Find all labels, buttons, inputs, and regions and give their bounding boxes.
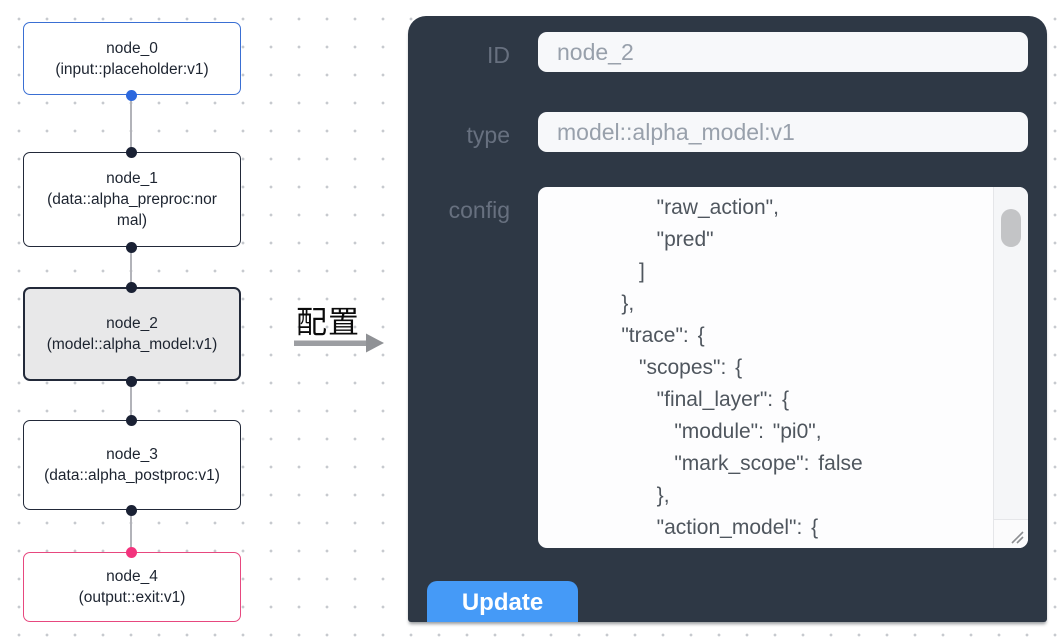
handle-node_1-target[interactable] [126, 147, 137, 158]
type-input[interactable] [538, 112, 1028, 152]
node-node_2[interactable]: node_2 (model::alpha_model:v1) [23, 287, 241, 381]
node-subtitle: (input::placeholder:v1) [55, 60, 209, 78]
node-label: node_1 (data::alpha_preproc:normal) [44, 168, 220, 231]
config-panel: ID type config "raw_action", "pred" ] },… [408, 16, 1047, 622]
id-input[interactable] [538, 32, 1028, 72]
edge-node_1-node_2 [130, 247, 132, 287]
node-title: node_3 [106, 446, 158, 463]
handle-node_0-source[interactable] [126, 90, 137, 101]
node-label: node_3 (data::alpha_postproc:v1) [44, 444, 220, 486]
node-title: node_1 [106, 170, 158, 187]
handle-node_3-target[interactable] [126, 415, 137, 426]
edge-node_3-node_4 [130, 510, 132, 552]
config-json-content: "raw_action", "pred" ] }, "trace": { "sc… [621, 196, 863, 539]
arrow-right-icon [294, 333, 384, 353]
node-node_4[interactable]: node_4 (output::exit:v1) [23, 552, 241, 622]
node-subtitle: (output::exit:v1) [78, 589, 186, 606]
configure-arrow-label: 配置 [296, 305, 360, 340]
node-title: node_0 [106, 39, 158, 57]
id-field-label: ID [487, 42, 510, 68]
node-label: node_2 (model::alpha_model:v1) [47, 313, 218, 355]
type-field-label: type [466, 122, 510, 148]
handle-node_2-source[interactable] [126, 376, 137, 387]
edge-node_0-node_1 [130, 95, 132, 152]
config-json-textarea[interactable]: "raw_action", "pred" ] }, "trace": { "sc… [538, 187, 1028, 548]
node-subtitle: (data::alpha_postproc:v1) [44, 467, 220, 484]
node-title: node_2 [106, 315, 158, 332]
node-label: node_0 (input::placeholder:v1) [55, 38, 208, 80]
edge-node_2-node_3 [130, 381, 132, 420]
scrollbar-thumb[interactable] [1001, 209, 1021, 247]
node-title: node_4 [106, 568, 158, 585]
node-subtitle: (data::alpha_preproc:normal) [47, 191, 217, 229]
handle-node_3-source[interactable] [126, 505, 137, 516]
update-button[interactable]: Update [427, 581, 578, 622]
resize-corner[interactable] [994, 519, 1028, 548]
node-node_1[interactable]: node_1 (data::alpha_preproc:normal) [23, 152, 241, 247]
node-label: node_4 (output::exit:v1) [79, 566, 186, 608]
scrollbar-track[interactable] [993, 187, 1028, 548]
node-subtitle: (model::alpha_model:v1) [46, 336, 218, 353]
handle-node_2-target[interactable] [126, 282, 137, 293]
node-node_3[interactable]: node_3 (data::alpha_postproc:v1) [23, 420, 241, 510]
config-field-label: config [448, 197, 510, 223]
handle-node_1-source[interactable] [126, 242, 137, 253]
resize-handle-icon [1011, 531, 1024, 544]
node-node_0[interactable]: node_0 (input::placeholder:v1) [23, 22, 241, 95]
handle-node_4-target[interactable] [126, 547, 137, 558]
